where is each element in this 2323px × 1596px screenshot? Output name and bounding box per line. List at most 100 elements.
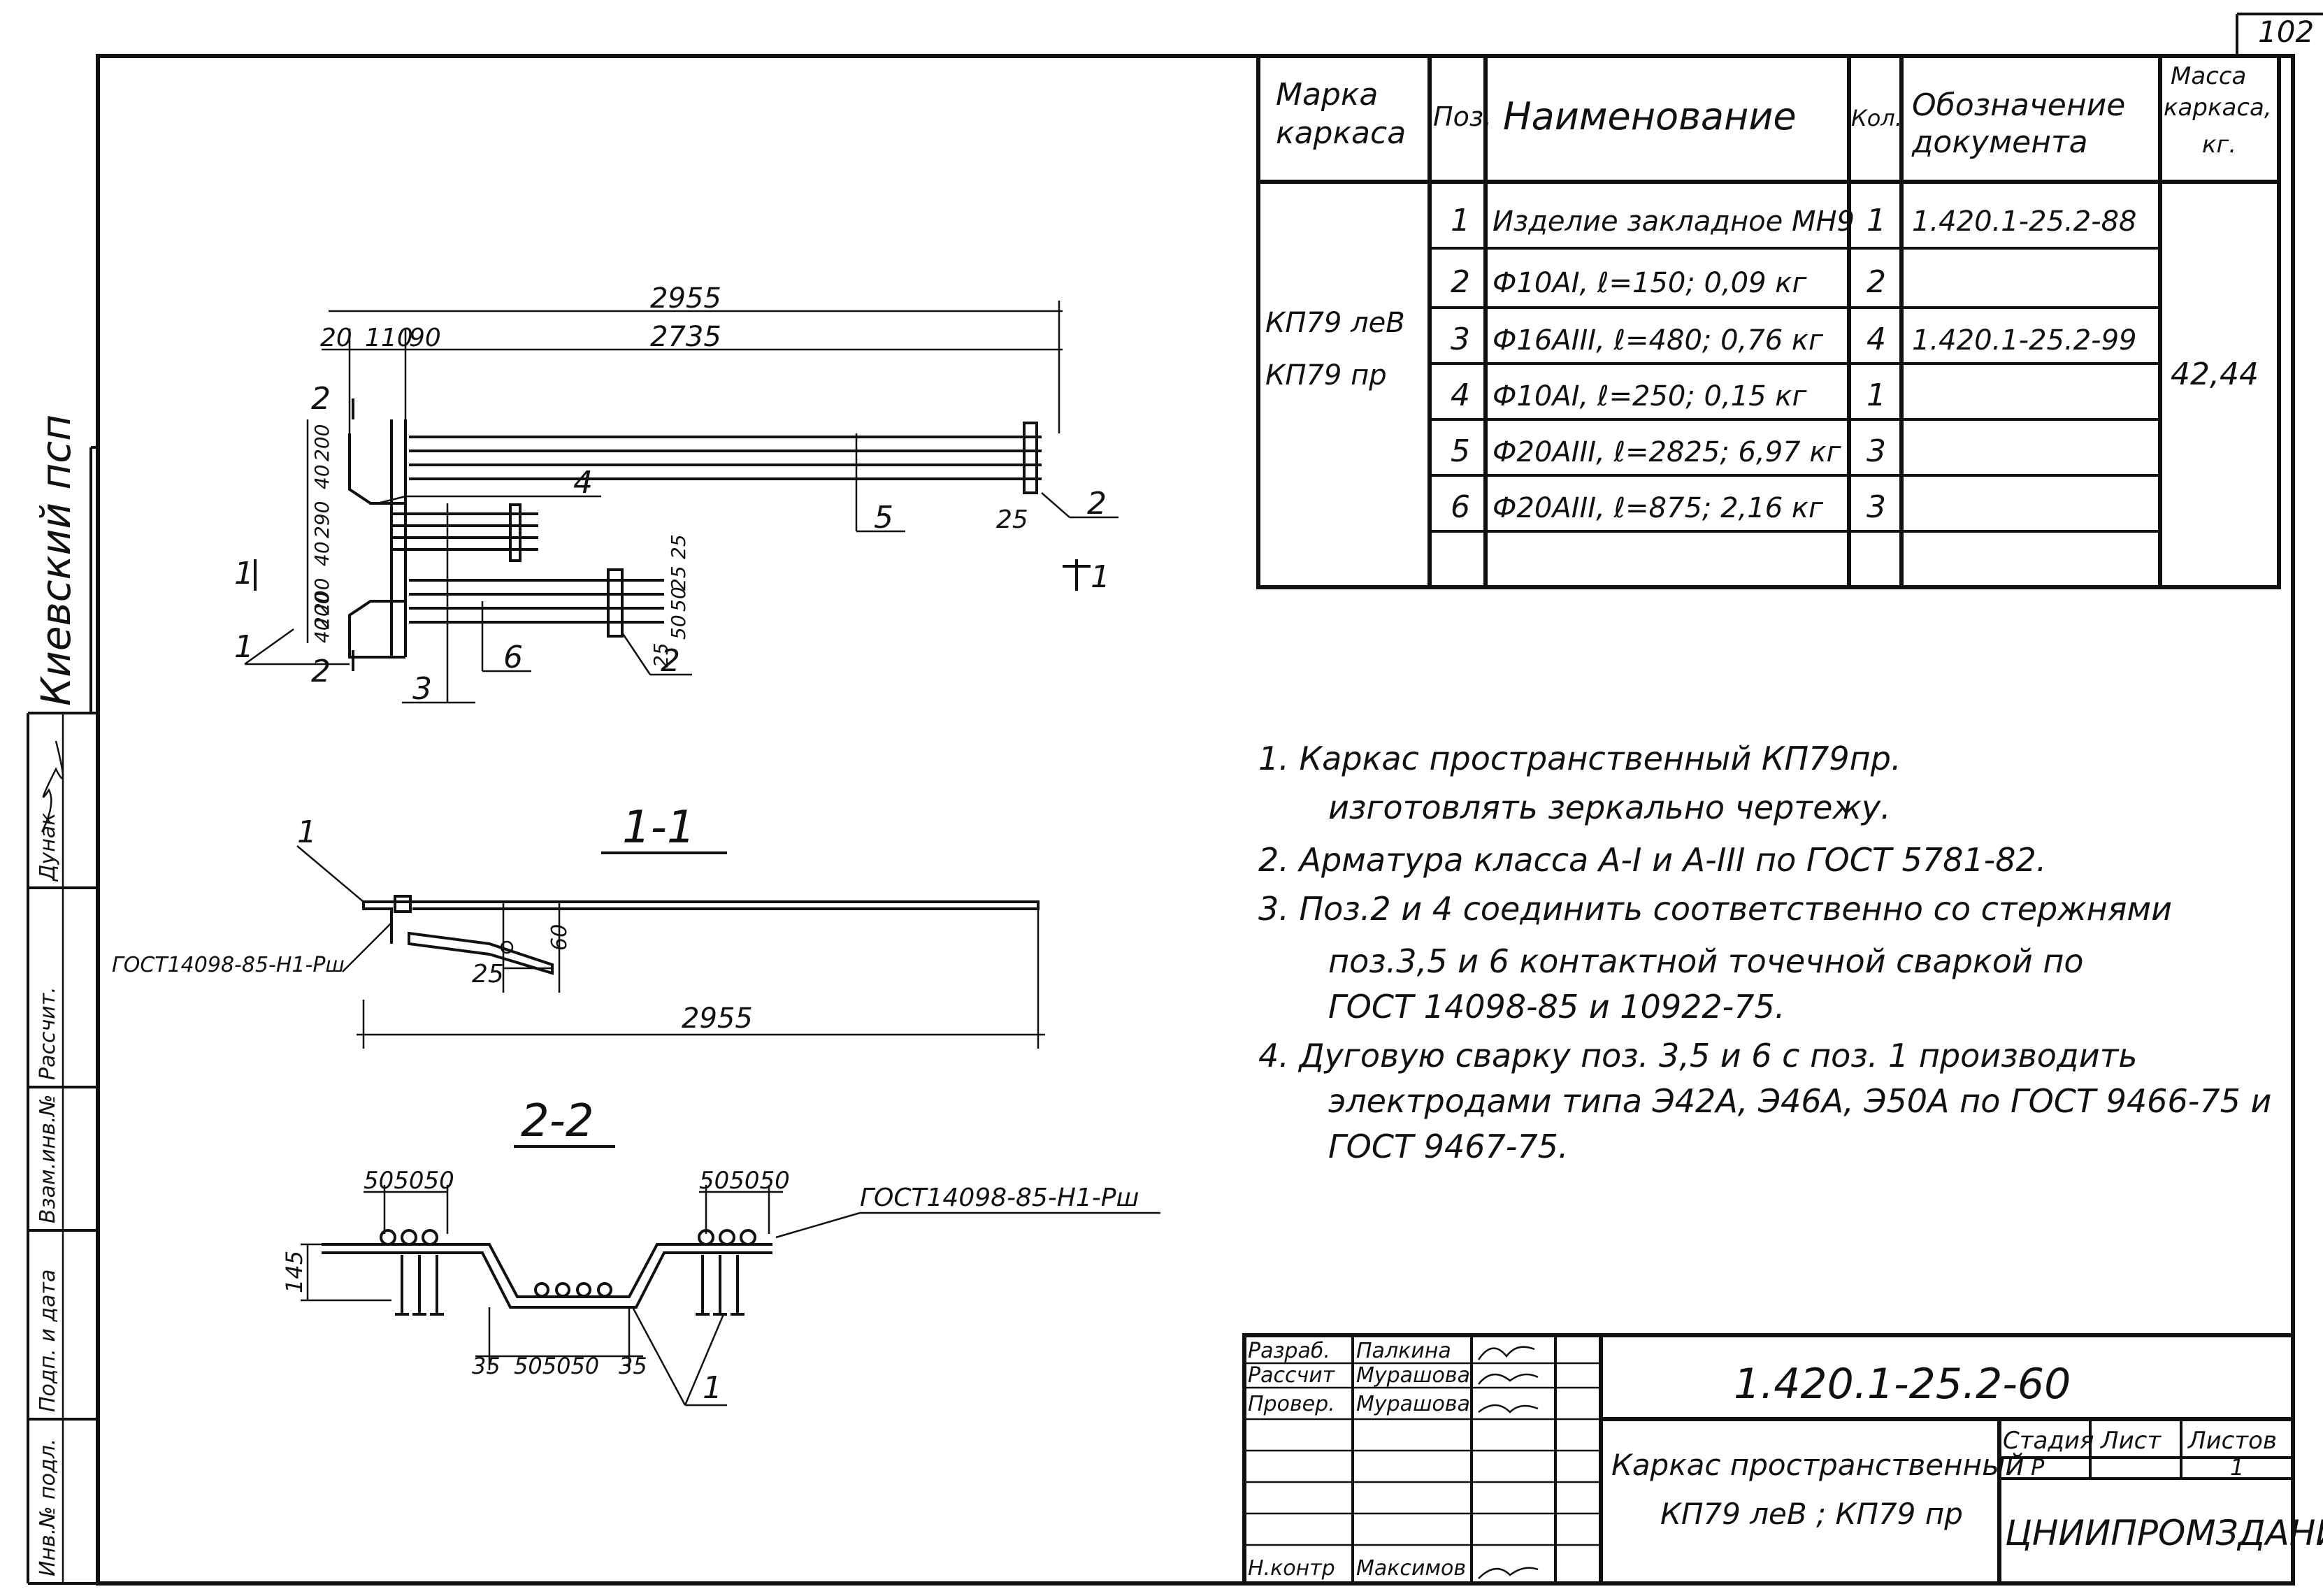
plan-dim-top-1: 2735 — [650, 321, 721, 353]
section-2-2-title: 2-2 — [521, 1095, 594, 1147]
spec-row-3-qty: 1 — [1867, 378, 1886, 413]
spec-header-mass: Масса каркаса, кг. — [2164, 62, 2279, 159]
section-2-2 — [301, 1145, 1160, 1407]
spec-row-5-pos: 6 — [1451, 489, 1470, 525]
plan-dim-v-4: 200 — [310, 578, 333, 615]
spec-row-4-qty: 3 — [1867, 433, 1886, 469]
plan-view — [244, 301, 1119, 704]
spec-row-2-name: Ф16АIII, ℓ=480; 0,76 кг — [1493, 324, 1824, 357]
plan-dim-v-6: 200 — [310, 592, 333, 629]
plan-callout-6: 2 — [311, 654, 331, 689]
title-stage-header: Стадия — [2003, 1427, 2094, 1455]
title-role-3: Н.контр — [1248, 1556, 1335, 1581]
plan-section-mark-right: 1 — [1091, 559, 1110, 595]
title-sheet-header: Лист — [2099, 1427, 2162, 1455]
section-1-1-dim-0: 60 — [547, 924, 572, 951]
side-stamp — [27, 446, 98, 1585]
note-line-0: 1. Каркас пространственный КП79пр. — [1258, 740, 1901, 777]
plan-dim-v-2: 290 — [310, 501, 333, 538]
title-role-0: Разраб. — [1248, 1339, 1330, 1363]
title-sheets-value: 1 — [2230, 1454, 2244, 1481]
spec-row-0-pos: 1 — [1451, 203, 1470, 238]
note-line-5: ГОСТ 14098-85 и 10922-75. — [1328, 988, 1785, 1026]
side-stamp-label-1: Подп. и дата — [36, 1270, 60, 1412]
plan-section-mark-left: 1 — [234, 556, 254, 591]
plan-dim-right-2: 50 — [667, 614, 690, 640]
spec-header-mass-line1: Масса — [2171, 62, 2246, 90]
spec-row-0-name: Изделие закладное МН9 — [1493, 206, 1855, 238]
section-2-2-dim-bottom-0: 35 — [472, 1353, 501, 1379]
note-line-4: поз.3,5 и 6 контактной точечной сваркой … — [1328, 942, 2084, 980]
spec-header-doc: Обозначение документа — [1911, 87, 2135, 160]
section-2-2-dim-bottom-2: 35 — [619, 1353, 647, 1379]
title-sheets-header: Листов — [2187, 1427, 2277, 1455]
plan-dim-v-3: 40 — [310, 541, 333, 566]
plan-dim-left-1: 110 — [365, 324, 413, 352]
plan-dim-right-4: 25 — [667, 566, 690, 591]
title-name-2: Мурашова — [1356, 1392, 1470, 1416]
spec-header-mass-line2: каркаса, — [2164, 94, 2272, 122]
note-line-7: электродами типа Э42А, Э46А, Э50А по ГОС… — [1328, 1082, 2272, 1120]
plan-callout-9: 25 — [996, 505, 1028, 534]
plan-dim-right-1: 25 — [649, 642, 673, 668]
spec-row-2-doc: 1.420.1-25.2-99 — [1912, 324, 2137, 357]
plan-dim-v-5: 40 — [310, 618, 333, 643]
spec-row-2-qty: 4 — [1867, 322, 1886, 357]
spec-row-1-qty: 2 — [1867, 264, 1886, 300]
plan-callout-0: 1 — [234, 629, 254, 665]
title-role-2: Провер. — [1248, 1392, 1335, 1416]
section-1-1-callout: 1 — [297, 814, 317, 850]
spec-row-0-qty: 1 — [1867, 203, 1886, 238]
side-stamp-label-0: Инв.№ подл. — [36, 1439, 60, 1576]
plan-callout-5: 6 — [503, 640, 523, 675]
plan-dim-v-0: 200 — [310, 424, 333, 461]
note-line-8: ГОСТ 9467-75. — [1328, 1128, 1569, 1165]
plan-dim-top-0: 2955 — [650, 282, 721, 315]
side-stamp-label-3: Рассчит. — [36, 986, 60, 1080]
title-name-1: Мурашова — [1356, 1363, 1470, 1388]
spec-header-mark-line2: каркаса — [1276, 115, 1406, 151]
section-1-1 — [296, 845, 1045, 1049]
spec-row-5-qty: 3 — [1867, 489, 1886, 525]
title-doc-code: 1.420.1-25.2-60 — [1734, 1360, 2071, 1409]
note-line-6: 4. Дуговую сварку поз. 3,5 и 6 с поз. 1 … — [1258, 1037, 2138, 1074]
plan-callout-7: 2 — [661, 643, 680, 679]
spec-row-1-name: Ф10АI, ℓ=150; 0,09 кг — [1493, 267, 1807, 299]
plan-dim-right-0: 25 — [667, 534, 690, 559]
note-line-3: 3. Поз.2 и 4 соединить соответственно со… — [1258, 890, 2172, 928]
section-2-2-dims-right: 505050 — [699, 1167, 790, 1195]
section-1-1-title: 1-1 — [622, 802, 696, 854]
spec-row-3-pos: 4 — [1451, 378, 1470, 413]
section-2-2-callout: 1 — [703, 1370, 722, 1406]
title-name-0: Палкина — [1356, 1339, 1451, 1363]
spec-row-4-name: Ф20АIII, ℓ=2825; 6,97 кг — [1493, 436, 1841, 468]
plan-dim-left-2: 90 — [409, 324, 441, 352]
spec-header-doc-line2: документа — [1911, 124, 2088, 160]
section-1-1-weld: ГОСТ14098-85-Н1-Рш — [112, 953, 345, 977]
sheet-number: 102 — [2258, 15, 2314, 49]
section-1-1-dim-2: 2955 — [682, 1002, 753, 1035]
spec-header-pos: Поз. — [1433, 101, 1492, 132]
spec-header-mark: Марка каркаса — [1276, 77, 1406, 151]
title-role-1: Рассчит — [1248, 1363, 1336, 1388]
section-2-2-dim-height: 145 — [281, 1251, 308, 1293]
side-stamp-label-2: Взам.инв.№ — [36, 1094, 60, 1223]
spec-mass: 42,44 — [2171, 357, 2259, 392]
side-stamp-org: Киевский псп — [32, 415, 80, 706]
title-name-line1: Каркас пространственный — [1611, 1448, 2024, 1482]
title-block — [1242, 1333, 2295, 1586]
section-2-2-weld: ГОСТ14098-85-Н1-Рш — [860, 1184, 1139, 1212]
spec-header-name: Наименование — [1503, 94, 1797, 138]
note-line-1: изготовлять зеркально чертежу. — [1328, 789, 1891, 826]
spec-row-4-pos: 5 — [1451, 433, 1470, 469]
plan-callout-3: 4 — [573, 465, 593, 501]
plan-callout-2: 3 — [412, 671, 432, 707]
spec-row-3-name: Ф10АI, ℓ=250; 0,15 кг — [1493, 380, 1807, 412]
spec-header-qty: Кол. — [1851, 105, 1902, 131]
section-2-2-dims-left: 505050 — [364, 1167, 454, 1195]
side-stamp-signature — [41, 740, 64, 833]
spec-header-doc-line1: Обозначение — [1912, 87, 2125, 123]
sheet-frame — [96, 13, 2323, 1586]
section-1-1-dim-1: 25 — [472, 960, 504, 988]
spec-header-mark-line1: Марка — [1276, 77, 1378, 113]
